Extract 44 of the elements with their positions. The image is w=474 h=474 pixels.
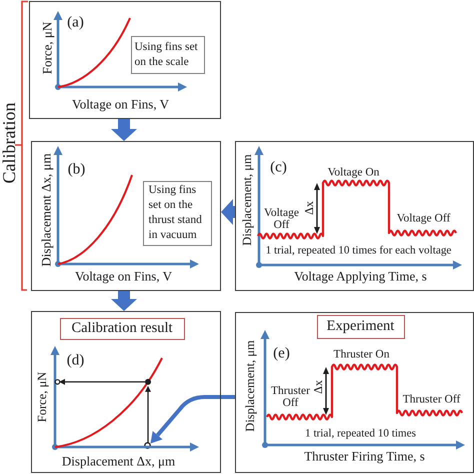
axis-label: Thruster Firing Time, s — [304, 449, 425, 464]
curved-arrow — [150, 395, 235, 444]
axis-label: Voltage on Fins, V — [72, 97, 170, 112]
note-box — [130, 36, 204, 74]
panel-label: (c) — [270, 158, 287, 176]
block-arrow — [111, 291, 137, 311]
axis-label: Force, μN — [35, 371, 48, 422]
plot-panel — [235, 141, 474, 291]
axis-label: Displacement Δx, μm — [39, 152, 52, 266]
axis-label: Voltage Applying Time, s — [294, 269, 427, 284]
axis-label: Force, μN — [40, 21, 53, 74]
panel-label: (a) — [67, 14, 84, 32]
note-text: Using fins set on the thrust stand in vacuum — [148, 183, 203, 243]
state-label: Thruster Off — [270, 384, 311, 410]
state-label: Thruster Off — [402, 392, 460, 406]
panel-title: Experiment — [326, 318, 394, 334]
panel-label: (e) — [273, 344, 290, 362]
trial-note: 1 trial, repeated 10 times — [305, 427, 416, 440]
state-label: Voltage Off — [263, 206, 300, 232]
plot-panel — [31, 311, 221, 473]
plot-panel — [235, 312, 474, 473]
dimension-label: Δx — [312, 380, 324, 394]
axis-label: Displacement, μm — [243, 340, 256, 432]
bracket-label: Calibration — [0, 102, 18, 184]
axis-label: Displacement Δx, μm — [62, 454, 176, 469]
state-label: Voltage On — [328, 166, 380, 180]
block-arrow — [111, 119, 137, 141]
note-box — [142, 180, 212, 246]
title-box — [316, 314, 404, 338]
note-text: Using fins set on the scale — [134, 40, 199, 70]
state-label: Thruster On — [334, 348, 390, 362]
dimension-label: Δx — [302, 200, 314, 214]
panel-title: Calibration result — [71, 320, 173, 336]
ring-marker-icon — [144, 442, 151, 449]
title-box — [60, 318, 184, 340]
trial-note: 1 trial, repeated 10 times for each voltage — [266, 244, 452, 257]
axis-label: Displacement, μm — [240, 154, 253, 246]
state-label: Voltage Off — [396, 212, 450, 226]
axis-label: Voltage on Fins, V — [74, 269, 172, 284]
panel-label: (b) — [68, 160, 86, 178]
panel-label: (d) — [66, 352, 84, 370]
plot-panel — [31, 141, 221, 291]
plot-panel — [29, 1, 221, 119]
block-arrow — [221, 199, 235, 225]
